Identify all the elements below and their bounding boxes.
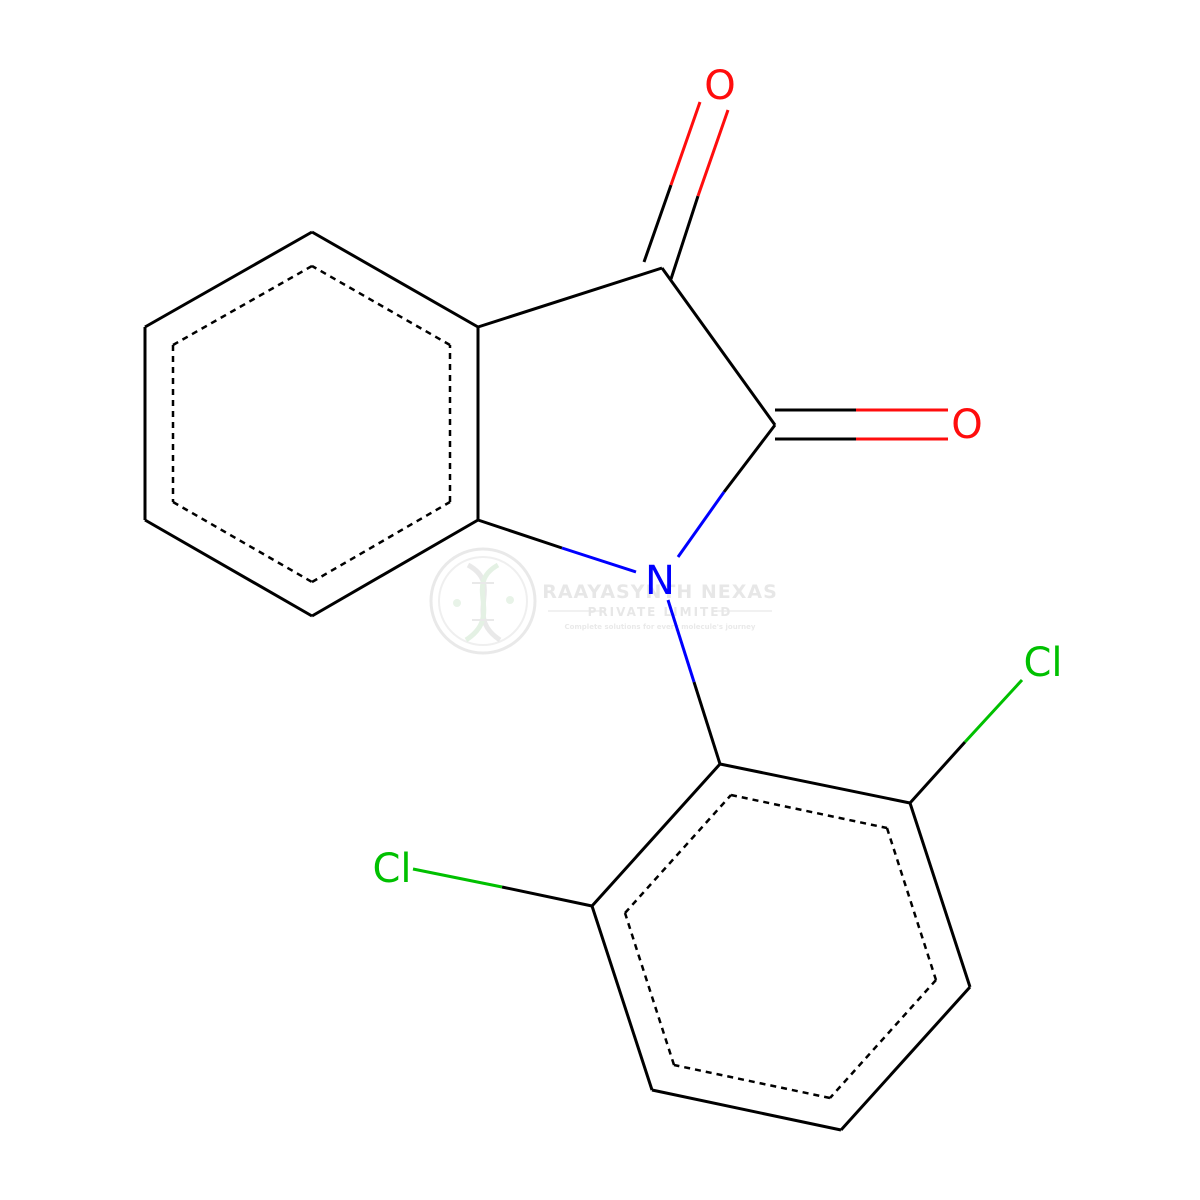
aromatic-dashes-phenyl xyxy=(623,793,938,1100)
chlorine-atom-label-left: Cl xyxy=(372,846,411,892)
watermark-logo-icon xyxy=(429,547,537,655)
aromatic-bond xyxy=(730,793,888,830)
aromatic-bond xyxy=(311,264,451,347)
bond xyxy=(501,885,593,908)
bond xyxy=(144,518,313,618)
bond xyxy=(722,424,777,493)
bond xyxy=(412,867,503,889)
aromatic-bond xyxy=(885,827,938,981)
bond xyxy=(666,599,696,683)
c-cl-bond-left xyxy=(412,867,593,908)
bond xyxy=(311,518,479,618)
watermark-title: RAAYASYNTH NEXAS xyxy=(542,581,778,603)
bond xyxy=(908,802,972,988)
bond xyxy=(642,184,673,263)
bond xyxy=(477,518,563,550)
watermark: RAAYASYNTH NEXAS PRIVATE LIMITED Complet… xyxy=(429,547,778,655)
carbonyl-bond-top xyxy=(642,101,730,280)
n-aryl-bond xyxy=(666,599,722,765)
bond xyxy=(144,230,313,329)
c-cl-bond-right xyxy=(908,678,1024,805)
aromatic-bond xyxy=(311,500,451,584)
bond xyxy=(692,681,722,765)
benzene-ring-indoline xyxy=(143,230,480,618)
aromatic-bond xyxy=(172,264,313,347)
nitrogen-atom-label: N xyxy=(645,558,675,604)
bond xyxy=(669,195,700,280)
aromatic-bond xyxy=(624,794,732,914)
bond xyxy=(719,762,911,805)
aromatic-bond xyxy=(829,979,937,1099)
bond xyxy=(839,985,972,1132)
bond xyxy=(660,267,777,426)
bond xyxy=(590,762,722,908)
bond xyxy=(477,266,663,329)
bond xyxy=(676,491,726,558)
oxygen-atom-label-top: O xyxy=(704,63,735,109)
watermark-tagline: Complete solutions for every molecule's … xyxy=(565,623,756,631)
bond xyxy=(696,109,730,197)
bond xyxy=(669,101,702,186)
aromatic-bond xyxy=(673,1063,831,1100)
bond xyxy=(908,740,967,805)
bond xyxy=(590,905,654,1091)
bond xyxy=(651,1088,842,1132)
watermark-subtitle: PRIVATE LIMITED xyxy=(588,605,733,619)
aromatic-bond xyxy=(172,500,313,584)
carbonyl-bond-right xyxy=(775,408,948,441)
bond xyxy=(311,230,479,329)
oxygen-atom-label-right: O xyxy=(951,402,982,448)
chlorine-atom-label-right: Cl xyxy=(1023,640,1062,686)
dichlorophenyl-ring xyxy=(590,762,972,1132)
pyrrolidine-dione-ring xyxy=(477,266,777,574)
bond xyxy=(561,546,637,574)
bond xyxy=(963,678,1024,744)
aromatic-bond xyxy=(623,912,676,1066)
aromatic-dashes-indoline xyxy=(171,264,452,584)
